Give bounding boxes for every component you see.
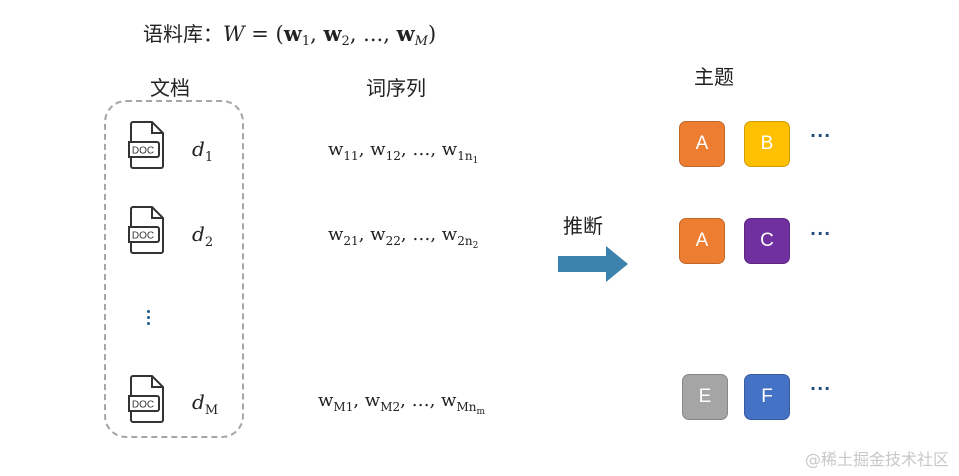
doc-file-icon: DOC [128,121,164,169]
topics-header: 主题 [694,65,734,89]
topic-box: A [679,121,725,167]
inference-label: 推断 [563,214,603,238]
topic-box: C [744,218,790,264]
svg-text:DOC: DOC [132,231,154,242]
document-label: dM [192,390,219,418]
topic-box: E [682,374,728,420]
corpus-math: W = (w1, w2, ..., wM) [223,21,437,49]
word-sequence: w21, w22, …, w2n2 [328,224,479,251]
more-topics-ellipsis: ··· [810,379,832,398]
watermark: @稀土掘金技术社区 [804,450,949,469]
svg-text:DOC: DOC [132,146,154,157]
document-label: d2 [192,222,214,250]
word-sequence: w11, w12, …, w1n1 [328,139,479,166]
doc-file-icon: DOC [128,375,164,423]
documents-container [104,100,244,438]
topic-box: B [744,121,790,167]
vertical-ellipsis-icon [147,310,153,328]
topic-box: F [744,374,790,420]
sequence-header: 词序列 [366,76,426,100]
documents-header: 文档 [150,76,190,100]
more-topics-ellipsis: ··· [810,126,832,145]
corpus-formula: 语料库：W = (w1, w2, ..., wM) [143,18,436,49]
more-topics-ellipsis: ··· [810,224,832,243]
word-sequence: wM1, wM2, …, wMnm [318,390,486,417]
document-label: d1 [192,137,214,165]
svg-text:DOC: DOC [132,400,154,411]
corpus-label: 语料库： [143,22,223,46]
right-arrow-icon [558,246,628,282]
topic-box: A [679,218,725,264]
doc-file-icon: DOC [128,206,164,254]
